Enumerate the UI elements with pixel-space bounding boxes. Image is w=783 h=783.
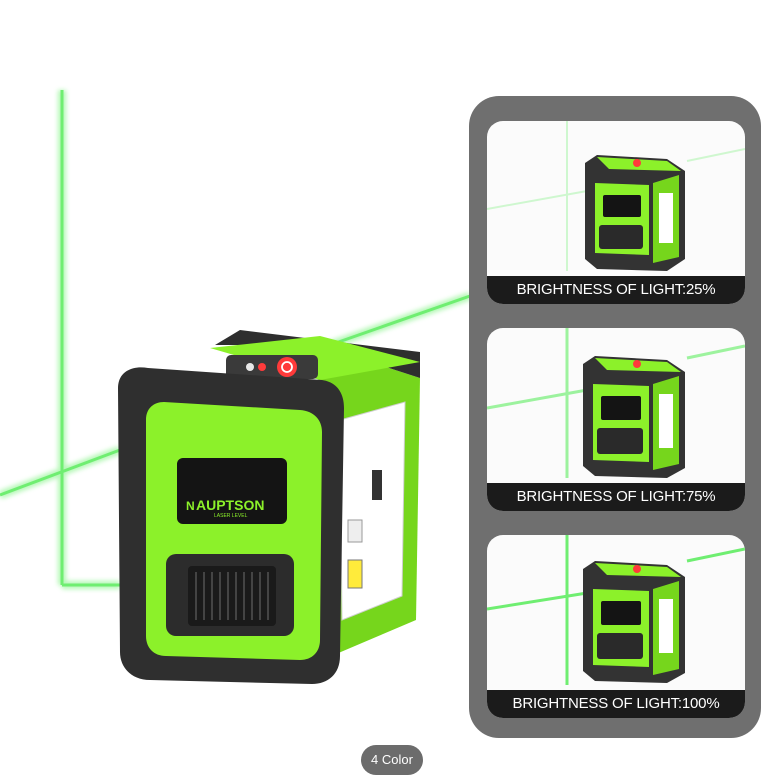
laser-lines (0, 90, 472, 589)
brightness-caption-100: BRIGHTNESS OF LIGHT:100% (487, 690, 745, 718)
brightness-card-25-image (487, 121, 745, 271)
brightness-card-75: BRIGHTNESS OF LIGHT:75% (487, 328, 745, 511)
brightness-card-100-image (487, 535, 745, 685)
device-brand-logo: AUPTSON (196, 497, 264, 513)
device-brand-subtext: LASER LEVEL (214, 513, 248, 519)
color-variant-badge[interactable]: 4 Color (361, 745, 423, 775)
brightness-caption-75: BRIGHTNESS OF LIGHT:75% (487, 483, 745, 511)
laser-level-device: N AUPTSON LASER LEVEL (118, 330, 420, 684)
brightness-card-75-image (487, 328, 745, 478)
brightness-card-100: BRIGHTNESS OF LIGHT:100% (487, 535, 745, 718)
svg-text:N: N (186, 499, 195, 513)
brightness-caption-25: BRIGHTNESS OF LIGHT:25% (487, 276, 745, 304)
brightness-card-25: BRIGHTNESS OF LIGHT:25% (487, 121, 745, 304)
